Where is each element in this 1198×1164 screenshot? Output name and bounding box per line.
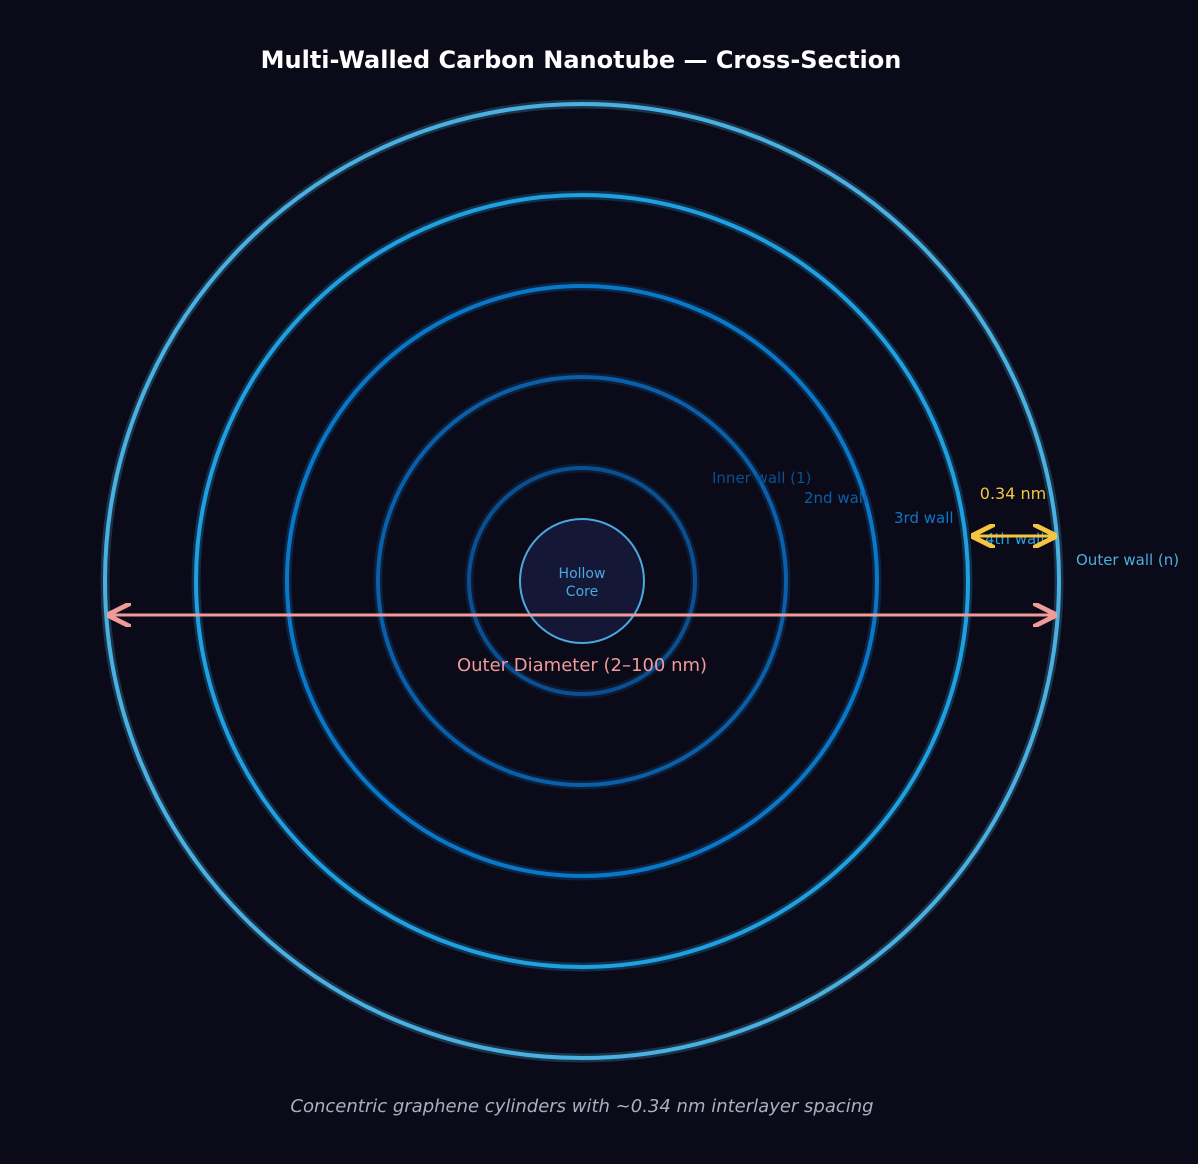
- outer-diameter-label: Outer Diameter (2–100 nm): [457, 655, 707, 676]
- wall-1-label: Inner wall (1): [712, 469, 811, 487]
- wall-5-label: Outer wall (n): [1076, 551, 1179, 569]
- hollow-core-label-line2: Core: [566, 584, 598, 600]
- wall-2-ring: [376, 375, 788, 787]
- wall-3-ring: [285, 284, 879, 878]
- wall-3-label: 3rd wall: [894, 509, 954, 527]
- diagram-caption: Concentric graphene cylinders with ~0.34…: [290, 1096, 873, 1117]
- interlayer-spacing-label: 0.34 nm: [980, 484, 1046, 503]
- wall-4-ring: [194, 193, 970, 969]
- hollow-core-label-line1: Hollow: [559, 566, 606, 582]
- wall-1-ring: [467, 466, 697, 696]
- diagram-title: Multi-Walled Carbon Nanotube — Cross-Sec…: [261, 46, 902, 74]
- wall-5-ring: [103, 102, 1061, 1060]
- wall-4-label: 4th wall: [985, 530, 1045, 548]
- wall-2-label: 2nd wall: [804, 489, 867, 507]
- walls-group: [100, 99, 1064, 1063]
